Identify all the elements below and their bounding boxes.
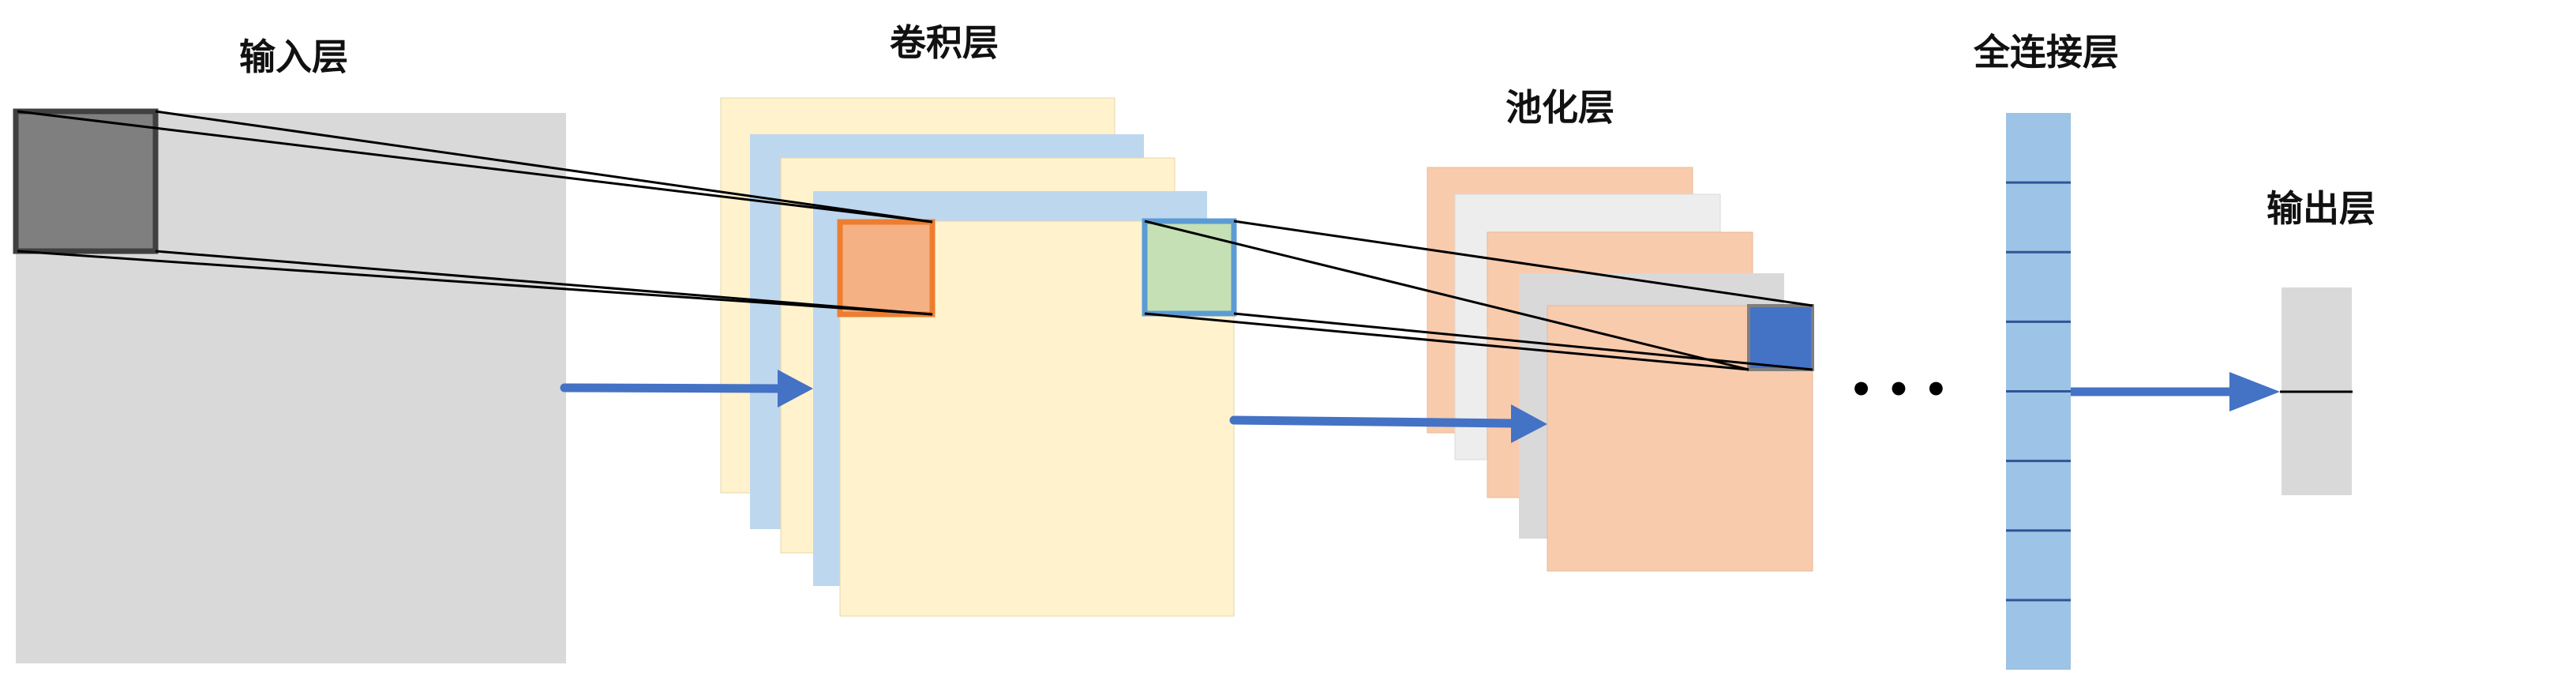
flow-arrows <box>560 370 2280 443</box>
fc-layer-column <box>2006 113 2071 670</box>
connector-line <box>1233 312 1813 371</box>
connector-line <box>1144 312 1749 371</box>
pool-layer-label: 池化层 <box>1505 86 1614 129</box>
arrow-input-to-conv-head <box>778 370 813 408</box>
arrow-input-to-conv-shaft <box>560 383 786 393</box>
arrow-conv-to-pool-shaft <box>1229 415 1520 428</box>
input-layer-label: 输入层 <box>239 36 348 78</box>
output-layer-label: 输出层 <box>2267 187 2375 230</box>
pool-output-window <box>1747 304 1814 371</box>
connector-line <box>1233 220 1813 307</box>
connector-line <box>17 110 933 224</box>
connector-line <box>1144 220 1749 371</box>
connector-line <box>155 250 933 316</box>
ellipsis-dots: • • • <box>1849 368 1948 412</box>
arrow-fc-to-output-head <box>2229 372 2280 411</box>
connector-line <box>17 250 933 316</box>
fc-layer-dividers <box>2006 181 2071 602</box>
conv-to-pool-connectors <box>1144 220 1813 371</box>
arrow-conv-to-pool-head <box>1511 404 1547 443</box>
conv-layer-label: 卷积层 <box>890 21 999 64</box>
conv-output-window-orange <box>837 219 936 317</box>
fc-layer-label: 全连接层 <box>1973 31 2119 73</box>
input-to-conv-connectors <box>17 110 933 316</box>
connector-line <box>155 110 933 224</box>
conv-input-window-green <box>1142 218 1237 317</box>
input-receptive-window <box>13 108 159 254</box>
